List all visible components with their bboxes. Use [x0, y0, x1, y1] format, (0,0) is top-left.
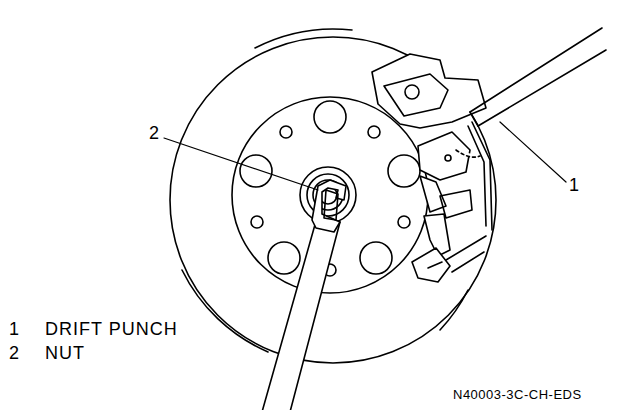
figure-code: N40003-3C-CH-EDS	[452, 388, 583, 401]
leader-line	[500, 122, 566, 182]
key-number: 2	[8, 344, 21, 362]
nut	[300, 167, 356, 223]
part-name: DRIFT PUNCH	[44, 320, 179, 338]
shoe-hardware	[372, 54, 492, 282]
callout-number: 1	[568, 176, 581, 194]
hub-flange	[232, 97, 428, 293]
part-name: NUT	[44, 344, 86, 362]
callout-number: 2	[148, 124, 161, 142]
drum-edge-arc	[255, 29, 352, 48]
backing-plate	[170, 37, 496, 363]
drift-punch	[470, 28, 606, 126]
key-number: 1	[8, 320, 21, 338]
leader-line	[164, 138, 318, 190]
wrench	[262, 180, 346, 410]
drum-edge-arc	[182, 270, 268, 352]
